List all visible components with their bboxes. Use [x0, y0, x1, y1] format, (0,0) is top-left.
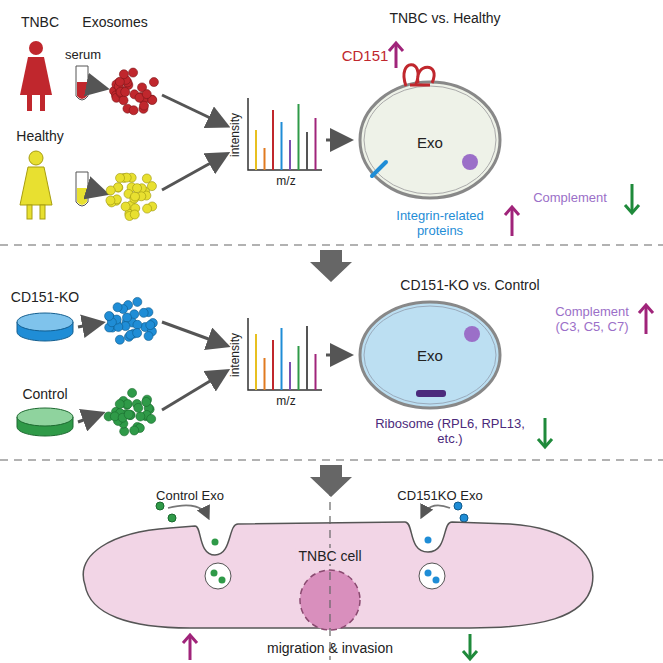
text-label: m/z — [276, 395, 295, 409]
exosome-ellipse: Exo — [358, 300, 502, 410]
text-label: intensity — [229, 333, 243, 377]
text-label: TNBC — [21, 14, 59, 30]
text-label: CD151 — [342, 47, 389, 64]
panel-divider — [0, 245, 663, 460]
serum-tube — [76, 66, 88, 206]
text-label: Control Exo — [156, 489, 224, 504]
text-label: Control — [22, 386, 67, 402]
text-label: TNBC vs. Healthy — [389, 10, 500, 26]
spectrum-peaks — [256, 104, 316, 390]
spectrum-axes — [248, 98, 322, 390]
text-label: Exosomes — [82, 14, 147, 30]
text-label: Healthy — [16, 128, 63, 144]
text-label: intensity — [229, 113, 243, 157]
text-label: CD151KO Exo — [397, 489, 482, 504]
node-label: Exo — [417, 134, 443, 151]
node-label: Exo — [417, 347, 443, 364]
text-label: Ribosome (RPL6, RPL13, etc.) — [375, 417, 525, 447]
cell-shape: TNBC cell — [70, 510, 600, 630]
healthy-figure — [20, 151, 52, 219]
text-label: serum — [65, 48, 101, 63]
text-label: CD151-KO — [11, 289, 79, 305]
node-outline — [70, 510, 600, 630]
text-label: Complement — [533, 191, 607, 206]
exosome-ellipse: Exo — [358, 80, 502, 200]
big-arrow — [310, 250, 352, 497]
flow-arrow — [78, 86, 348, 422]
text-label: m/z — [276, 175, 295, 189]
uptake-arrow — [168, 505, 450, 517]
text-label: Complement (C3, C5, C7) — [542, 305, 642, 335]
culture-dish — [17, 313, 73, 436]
node-label: TNBC cell — [295, 548, 364, 564]
text-label: Integrin-related proteins — [380, 209, 500, 239]
patient-figure — [20, 41, 52, 111]
text-label: CD151-KO vs. Control — [400, 277, 539, 293]
